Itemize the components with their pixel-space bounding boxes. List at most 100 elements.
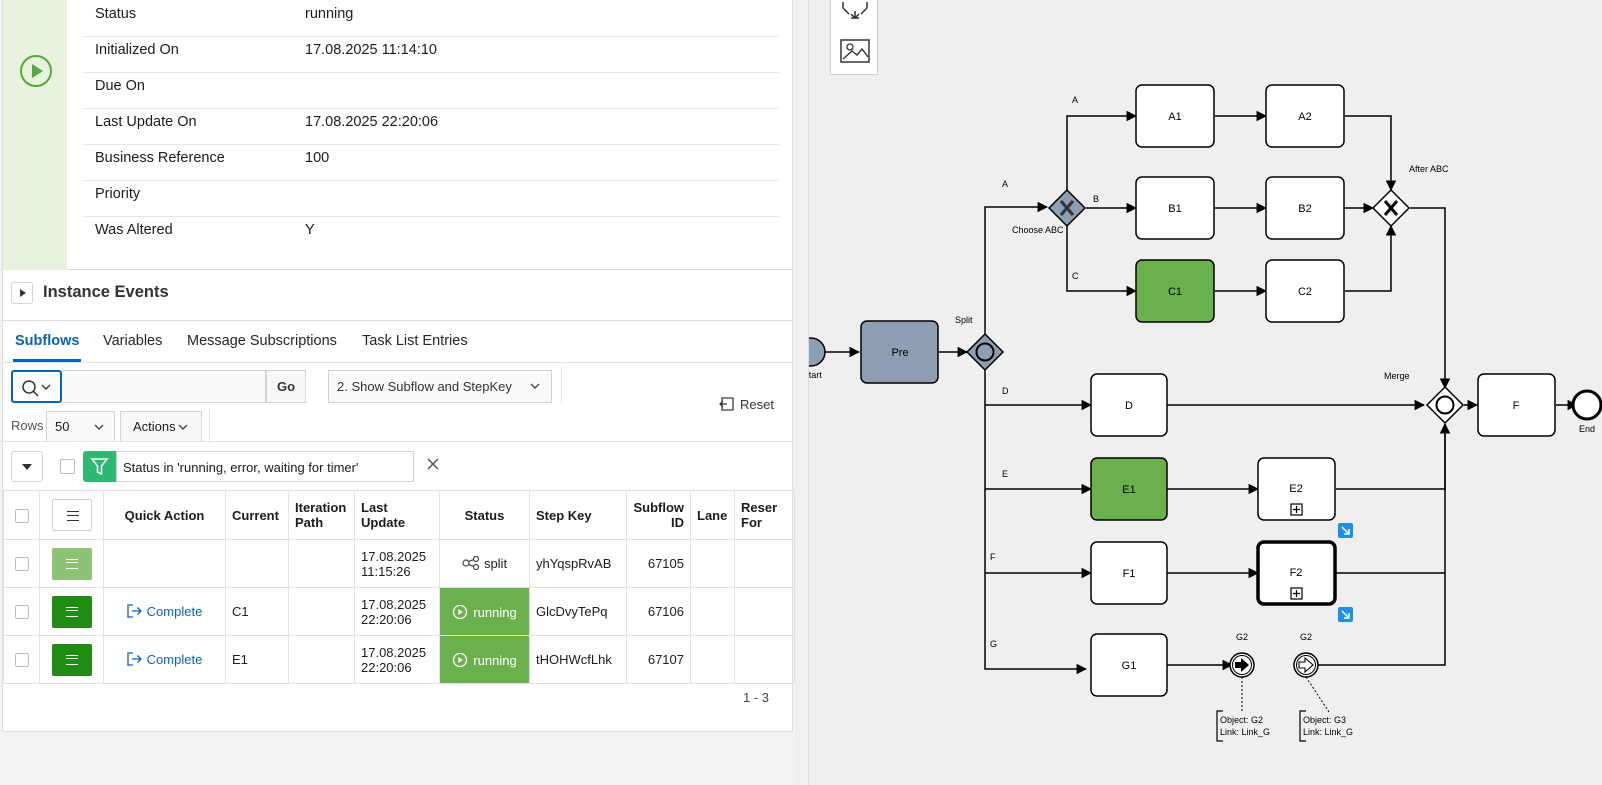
column-header-status[interactable]: Status — [439, 490, 530, 540]
task-g1[interactable] — [1090, 633, 1168, 697]
drilldown-icon[interactable] — [1338, 607, 1353, 622]
task-b1[interactable] — [1135, 176, 1215, 240]
info-label: Was Altered — [95, 222, 173, 238]
column-header-step-key[interactable]: Step Key — [529, 490, 627, 540]
task-c2[interactable] — [1265, 259, 1345, 323]
gateway-choose-abc[interactable] — [1047, 188, 1087, 228]
row-menu-icon[interactable] — [51, 547, 92, 580]
flow-label-a: A — [1002, 179, 1008, 189]
info-value: 100 — [305, 150, 330, 166]
task-pre[interactable] — [860, 320, 939, 384]
task-f1-label: F1 — [1123, 568, 1136, 580]
fit-view-icon[interactable] — [839, 0, 871, 22]
filter-collapse-toggle[interactable] — [11, 451, 43, 482]
row-checkbox[interactable] — [14, 557, 29, 572]
task-f2[interactable] — [1256, 540, 1337, 606]
filter-icon[interactable] — [83, 451, 116, 482]
column-header-last-update[interactable]: Last Update — [354, 490, 440, 540]
info-row-priority: Priority — [83, 180, 779, 217]
column-header-lane[interactable]: Lane — [690, 490, 735, 540]
search-input[interactable] — [62, 370, 266, 403]
complete-link[interactable]: Complete — [127, 652, 202, 667]
gateway-split[interactable] — [965, 332, 1005, 372]
annotation-connectors — [1241, 676, 1330, 713]
row-menu-icon[interactable] — [51, 595, 92, 628]
tab-variables[interactable]: Variables — [103, 333, 163, 349]
choose-gateway-label: Choose ABC — [1012, 225, 1064, 235]
row-select-cell — [3, 587, 40, 636]
end-event[interactable] — [1571, 389, 1602, 421]
actions-menu-button[interactable]: Actions — [120, 411, 202, 442]
row-checkbox[interactable] — [14, 653, 29, 668]
divider — [209, 409, 210, 443]
column-header-current[interactable]: Current — [225, 490, 289, 540]
task-f-label: F — [1513, 400, 1520, 412]
column-header-iteration-path[interactable]: Iteration Path — [288, 490, 355, 540]
task-f[interactable] — [1477, 373, 1556, 437]
status-text: split — [483, 556, 508, 571]
rows-per-page-select[interactable]: 50 — [46, 411, 115, 442]
column-menu-icon[interactable] — [51, 499, 92, 531]
status-cell: running — [439, 587, 530, 636]
task-g1-label: G1 — [1122, 660, 1137, 672]
column-header-subflow-id[interactable]: Subflow ID — [626, 490, 691, 540]
annotation-text: Object: G2 — [1220, 715, 1263, 725]
task-c1[interactable] — [1135, 259, 1215, 323]
close-icon[interactable] — [423, 454, 443, 474]
task-d[interactable] — [1090, 373, 1168, 437]
last-update-date: 17.08.2025 — [361, 644, 427, 660]
tab-message-subscriptions[interactable]: Message Subscriptions — [187, 333, 337, 349]
filter-enable-checkbox[interactable] — [60, 459, 75, 474]
column-header-quick-action[interactable]: Quick Action — [103, 490, 226, 540]
current-cell: E1 — [225, 635, 289, 684]
task-e1[interactable] — [1090, 457, 1168, 521]
lane-cell — [690, 635, 735, 684]
task-e2[interactable] — [1257, 457, 1336, 521]
info-label: Due On — [95, 78, 145, 94]
filter-expression[interactable]: Status in 'running, error, waiting for t… — [116, 451, 414, 482]
gateway-merge[interactable] — [1425, 385, 1465, 425]
flow-a2-after — [1345, 115, 1397, 192]
last-update-time: 22:20:06 — [361, 611, 412, 627]
instance-events-title[interactable]: Instance Events — [43, 283, 169, 301]
step-key-cell: tHOHWcfLhk — [529, 635, 627, 684]
status-text: running — [473, 652, 517, 668]
tab-subflows[interactable]: Subflows — [15, 333, 80, 349]
reset-button[interactable]: Reset — [719, 397, 774, 412]
drilldown-icon[interactable] — [1338, 523, 1353, 538]
task-a1[interactable] — [1135, 84, 1215, 148]
link-catch-event[interactable] — [1293, 652, 1319, 678]
search-column-button[interactable] — [11, 370, 62, 403]
task-f1[interactable] — [1090, 541, 1168, 605]
flow-label-g: G — [990, 639, 997, 649]
gateway-after-abc[interactable] — [1371, 188, 1411, 228]
info-row-initialized-on: Initialized On 17.08.2025 11:14:10 — [83, 36, 779, 73]
start-event[interactable] — [809, 337, 826, 367]
expand-toggle-icon[interactable] — [11, 282, 33, 304]
subprocess-marker-icon — [1290, 503, 1303, 600]
saved-report-select[interactable]: 2. Show Subflow and StepKey — [328, 370, 552, 403]
go-button[interactable]: Go — [266, 370, 306, 403]
info-label: Initialized On — [95, 42, 179, 58]
column-header-reserved-for[interactable]: Reser For — [734, 490, 795, 540]
running-icon — [453, 652, 468, 667]
image-export-icon[interactable] — [839, 38, 871, 64]
complete-link[interactable]: Complete — [127, 604, 202, 619]
select-all-checkbox[interactable] — [14, 508, 29, 523]
info-row-last-update-on: Last Update On 17.08.2025 22:20:06 — [83, 108, 779, 145]
split-icon — [462, 555, 480, 571]
last-update-date: 17.08.2025 — [361, 548, 427, 564]
pagination-info: 1 - 3 — [743, 690, 770, 705]
task-a2[interactable] — [1265, 84, 1345, 148]
link-throw-event[interactable] — [1229, 652, 1255, 678]
flow-label-f: F — [990, 552, 996, 562]
task-b2[interactable] — [1265, 176, 1345, 240]
row-menu-icon[interactable] — [51, 643, 92, 676]
left-panel: Status running Initialized On 17.08.2025… — [0, 0, 795, 785]
row-checkbox[interactable] — [14, 605, 29, 620]
subflow-id-cell: 67107 — [626, 635, 691, 684]
tab-task-list-entries[interactable]: Task List Entries — [362, 333, 468, 349]
info-value: 17.08.2025 22:20:06 — [305, 114, 439, 130]
status-cell: running — [439, 635, 530, 684]
